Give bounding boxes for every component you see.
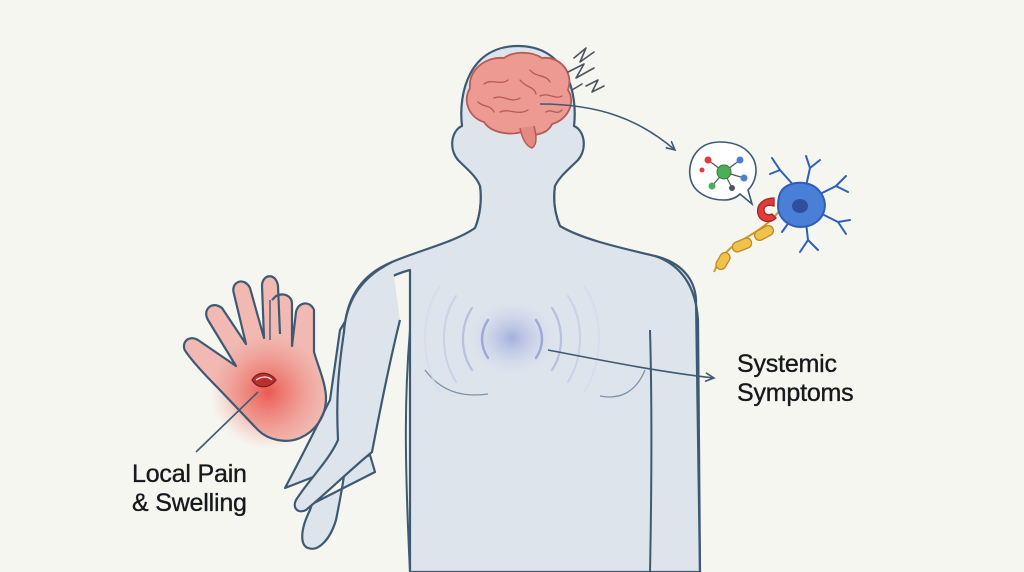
lightning-icon [567,47,605,93]
local-pain-label-line2: & Swelling [132,489,247,517]
brain-icon [465,51,573,149]
hand-outline [182,275,328,442]
local-pain-label-line1: Local Pain [132,460,247,488]
wound [251,372,277,388]
chest-glow [424,285,600,393]
pectoral-line-right [599,369,646,398]
left-arm [293,261,402,513]
neuron-icon [713,155,851,273]
chest-to-label-arrow [547,349,716,382]
neck-line-left [474,185,482,229]
systemic-symptoms-label-line2: Symptoms [737,379,854,407]
local-pain-label: Local Pain & Swelling [132,460,247,518]
hand-to-label-line [195,391,259,453]
right-arm [654,254,702,572]
systemic-symptoms-label-line1: Systemic [737,350,837,378]
torso-line-right [649,329,653,572]
neck-line-right [553,185,561,227]
pectoral-line-left [424,369,489,396]
molecule-icon [688,141,757,207]
hand-wound-icon [182,275,328,450]
brain-to-neuron-arrow [539,103,677,152]
receptor [756,197,777,223]
systemic-symptoms-label: Systemic Symptoms [737,350,854,408]
torso-line-left [404,329,411,572]
